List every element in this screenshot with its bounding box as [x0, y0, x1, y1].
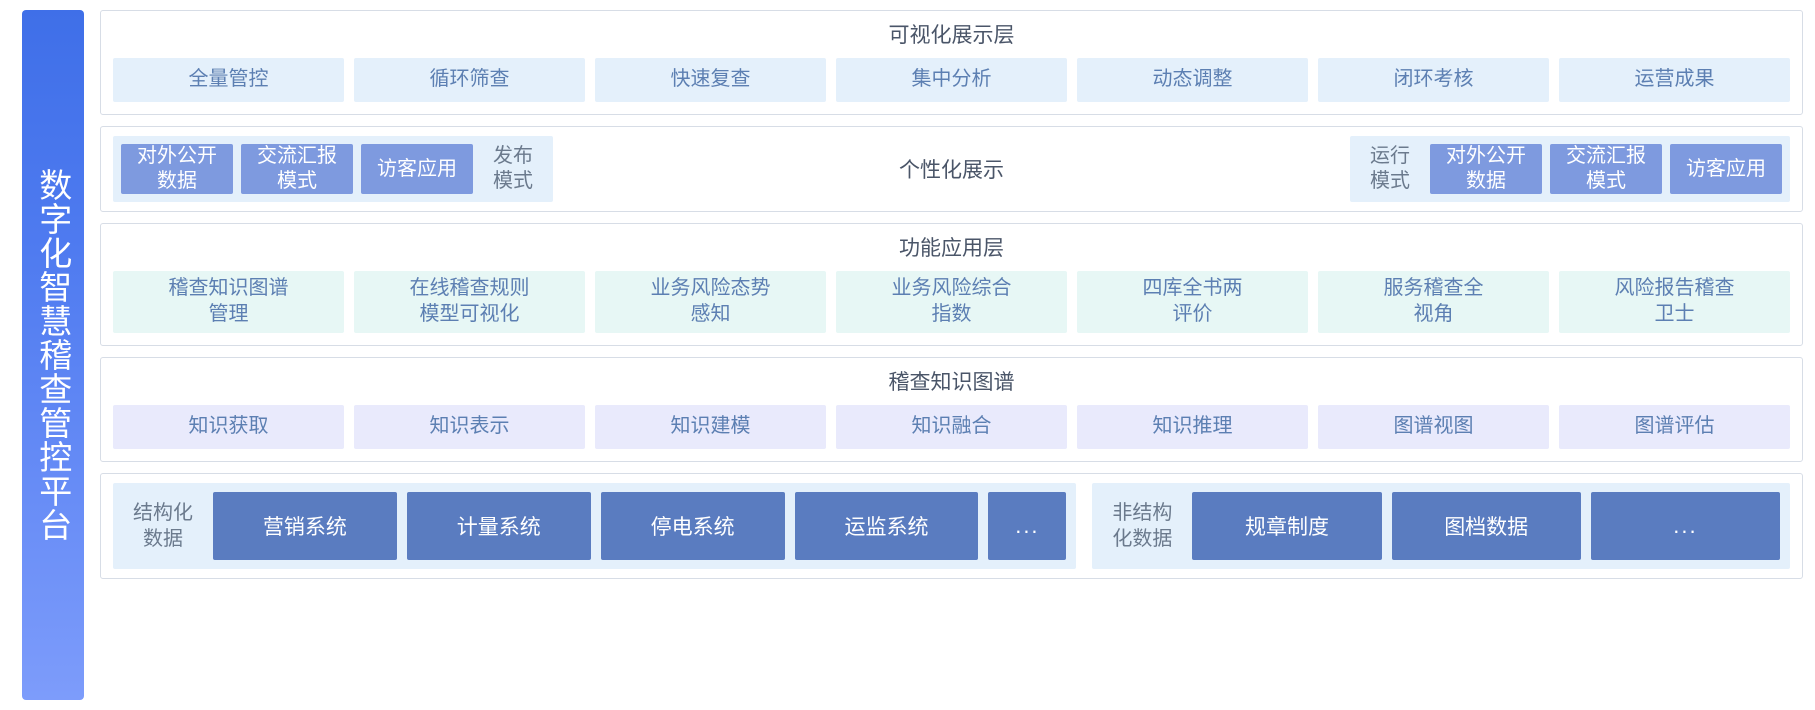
- layer-modes: 对外公开数据 交流汇报模式 访客应用 发布模式 个性化展示 运行模式 对外公开数…: [100, 126, 1803, 212]
- mode-center-label: 个性化展示: [899, 159, 1004, 182]
- mode-chip-left-0[interactable]: 对外公开数据: [121, 144, 233, 194]
- chip-visualization-1[interactable]: 循环筛查: [354, 58, 585, 102]
- chip-function-1[interactable]: 在线稽查规则模型可视化: [354, 271, 585, 333]
- chip-graph-4[interactable]: 知识推理: [1077, 405, 1308, 449]
- data-chip-unstructured-more[interactable]: ...: [1590, 492, 1781, 560]
- mode-chip-right-3[interactable]: 访客应用: [1670, 144, 1782, 194]
- layer-knowledge-graph-title: 稽查知识图谱: [888, 371, 1015, 394]
- chip-graph-2[interactable]: 知识建模: [595, 405, 826, 449]
- mode-label-runtime: 运行模式: [1370, 145, 1410, 192]
- layer-visualization: 可视化展示层 全量管控 循环筛查 快速复查 集中分析 动态调整 闭环考核 运营成…: [100, 10, 1803, 115]
- data-chip-unstructured-1[interactable]: 图档数据: [1391, 492, 1581, 560]
- chip-graph-6[interactable]: 图谱评估: [1559, 405, 1790, 449]
- chip-visualization-0[interactable]: 全量管控: [113, 58, 344, 102]
- chip-function-6[interactable]: 风险报告稽查卫士: [1559, 271, 1790, 333]
- data-label-structured: 结构化数据: [133, 502, 193, 550]
- chip-function-5[interactable]: 服务稽查全视角: [1318, 271, 1549, 333]
- layer-visualization-title: 可视化展示层: [888, 24, 1015, 47]
- data-group-unstructured: 非结构化数据 规章制度 图档数据 ...: [1092, 483, 1790, 569]
- mode-group-right: 运行模式 对外公开数据 交流汇报模式 访客应用: [1350, 136, 1790, 202]
- platform-vertical-title: 数字化智慧稽查管控平台: [34, 168, 72, 542]
- mode-chip-right-1[interactable]: 对外公开数据: [1430, 144, 1542, 194]
- data-chip-structured-1[interactable]: 计量系统: [406, 492, 591, 560]
- layer-data-sources: 结构化数据 营销系统 计量系统 停电系统 运监系统 ... 非结构化数据 规章制…: [100, 473, 1803, 579]
- data-chip-structured-3[interactable]: 运监系统: [794, 492, 979, 560]
- chip-graph-5[interactable]: 图谱视图: [1318, 405, 1549, 449]
- layer-function-title: 功能应用层: [899, 237, 1004, 260]
- chip-function-0[interactable]: 稽查知识图谱管理: [113, 271, 344, 333]
- chip-visualization-2[interactable]: 快速复查: [595, 58, 826, 102]
- data-group-structured: 结构化数据 营销系统 计量系统 停电系统 运监系统 ...: [113, 483, 1077, 569]
- chip-graph-3[interactable]: 知识融合: [836, 405, 1067, 449]
- mode-chip-right-2[interactable]: 交流汇报模式: [1550, 144, 1662, 194]
- mode-label-publish: 发布模式: [493, 145, 533, 192]
- chip-function-4[interactable]: 四库全书两评价: [1077, 271, 1308, 333]
- layer-function: 功能应用层 稽查知识图谱管理 在线稽查规则模型可视化 业务风险态势感知 业务风险…: [100, 223, 1803, 346]
- chip-visualization-6[interactable]: 运营成果: [1559, 58, 1790, 102]
- platform-title-bar: 数字化智慧稽查管控平台: [22, 10, 84, 700]
- mode-group-left: 对外公开数据 交流汇报模式 访客应用 发布模式: [113, 136, 553, 202]
- data-chip-unstructured-0[interactable]: 规章制度: [1192, 492, 1382, 560]
- layer-knowledge-graph: 稽查知识图谱 知识获取 知识表示 知识建模 知识融合 知识推理 图谱视图 图谱评…: [100, 357, 1803, 462]
- chip-function-3[interactable]: 业务风险综合指数: [836, 271, 1067, 333]
- layer-visualization-items: 全量管控 循环筛查 快速复查 集中分析 动态调整 闭环考核 运营成果: [101, 58, 1802, 114]
- chip-graph-0[interactable]: 知识获取: [113, 405, 344, 449]
- mode-chip-left-2[interactable]: 访客应用: [361, 144, 473, 194]
- layer-knowledge-graph-items: 知识获取 知识表示 知识建模 知识融合 知识推理 图谱视图 图谱评估: [101, 405, 1802, 461]
- chip-visualization-5[interactable]: 闭环考核: [1318, 58, 1549, 102]
- data-chip-structured-0[interactable]: 营销系统: [213, 492, 397, 560]
- chip-visualization-3[interactable]: 集中分析: [836, 58, 1067, 102]
- chip-graph-1[interactable]: 知识表示: [354, 405, 585, 449]
- data-label-unstructured: 非结构化数据: [1112, 502, 1173, 550]
- data-chip-structured-2[interactable]: 停电系统: [600, 492, 785, 560]
- chip-visualization-4[interactable]: 动态调整: [1077, 58, 1308, 102]
- data-chip-structured-more[interactable]: ...: [988, 492, 1067, 560]
- layer-function-items: 稽查知识图谱管理 在线稽查规则模型可视化 业务风险态势感知 业务风险综合指数 四…: [101, 271, 1802, 345]
- mode-chip-left-1[interactable]: 交流汇报模式: [241, 144, 353, 194]
- chip-function-2[interactable]: 业务风险态势感知: [595, 271, 826, 333]
- layer-stack: 可视化展示层 全量管控 循环筛查 快速复查 集中分析 动态调整 闭环考核 运营成…: [100, 10, 1803, 700]
